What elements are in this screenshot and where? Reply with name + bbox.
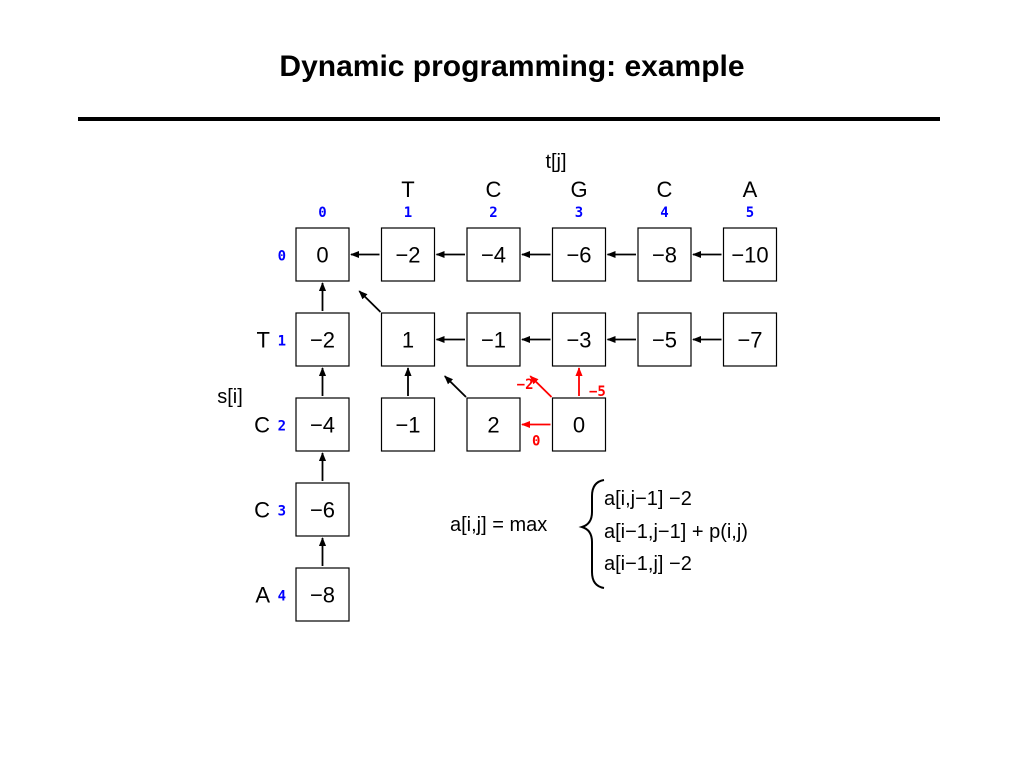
column-letter: C: [486, 177, 502, 202]
slide-title: Dynamic programming: example: [279, 50, 745, 83]
dp-cell: [551, 397, 607, 452]
dp-cell: [722, 312, 778, 367]
row-letter: A: [255, 583, 270, 608]
cell-value: −10: [731, 243, 768, 268]
cell-value: −7: [737, 328, 762, 353]
recurrence-formula: a[i,j] = max a[i,j−1] −2 a[i−1,j−1] + p(…: [450, 479, 748, 589]
row-index: 1: [278, 334, 286, 350]
dp-cell: [466, 227, 521, 282]
cell-value: −2: [395, 243, 420, 268]
dp-cell: [295, 567, 350, 622]
column-index: 0: [318, 205, 326, 221]
row-axis-label: s[i]: [217, 386, 243, 408]
dp-cell: [466, 312, 521, 367]
dp-cell: [551, 312, 607, 367]
cell-value: 1: [402, 328, 414, 353]
cell-value: 0: [573, 413, 585, 438]
dp-cell: [295, 227, 350, 282]
column-axis-label: t[j]: [545, 151, 566, 173]
formula-case-2: a[i−1,j−1] + p(i,j): [604, 521, 748, 543]
column-letter: T: [401, 177, 414, 202]
cell-value: −4: [481, 243, 506, 268]
dp-cell: [380, 312, 436, 367]
arrow-label: 0: [532, 434, 540, 450]
arrows: −2−50: [318, 250, 722, 566]
cell-value: 0: [316, 243, 328, 268]
arrow-label: −5: [589, 384, 606, 400]
dp-cell: [637, 312, 692, 367]
arrow-label: −2: [517, 377, 534, 393]
cell-value: −1: [395, 413, 420, 438]
column-index: 5: [746, 205, 754, 221]
title-divider: [78, 117, 940, 121]
dp-cell: [295, 312, 350, 367]
row-index: 0: [278, 249, 286, 265]
row-letter: C: [254, 498, 270, 523]
dp-cell: [380, 227, 436, 282]
dp-cell: [551, 227, 607, 282]
cell-value: −5: [652, 328, 677, 353]
cell-value: −1: [481, 328, 506, 353]
column-index: 3: [575, 205, 583, 221]
row-index: 2: [278, 419, 286, 435]
column-headers: 0 T 1 C 2 G 3 C 4 A 5: [318, 177, 757, 221]
cell-value: −8: [310, 583, 335, 608]
column-letter: C: [657, 177, 673, 202]
dp-cell: [380, 397, 436, 452]
formula-lhs: a[i,j] = max: [450, 514, 547, 536]
cell-value: −4: [310, 413, 335, 438]
cell-value: −8: [652, 243, 677, 268]
cell-value: −6: [310, 498, 335, 523]
row-letter: C: [254, 413, 270, 438]
cell-value: −2: [310, 328, 335, 353]
dp-cell: [722, 227, 778, 282]
diagonal-arrow: [358, 290, 382, 313]
row-letter: T: [257, 328, 270, 353]
formula-brace: [578, 479, 605, 589]
cell-value: −3: [566, 328, 591, 353]
diagonal-arrow: [444, 375, 467, 398]
dp-cell: [466, 397, 521, 452]
column-index: 2: [489, 205, 497, 221]
dp-cells: 0 −2 −4 −6 −8 −10 −2 1 −1 −3 −5 −7 −4 −1 2 0 −6 −8: [295, 227, 778, 622]
formula-case-3: a[i−1,j] −2: [604, 553, 692, 575]
highlight-diagonal-arrow: [529, 375, 553, 398]
dp-cell: [295, 397, 350, 452]
column-letter: A: [743, 177, 758, 202]
column-index: 4: [660, 205, 668, 221]
row-index: 4: [278, 589, 286, 605]
cell-value: −6: [566, 243, 591, 268]
dp-cell: [295, 482, 350, 537]
column-index: 1: [404, 205, 412, 221]
formula-case-1: a[i,j−1] −2: [604, 488, 692, 510]
column-letter: G: [570, 177, 587, 202]
row-index: 3: [278, 504, 286, 520]
cell-value: 2: [487, 413, 499, 438]
dp-cell: [637, 227, 692, 282]
